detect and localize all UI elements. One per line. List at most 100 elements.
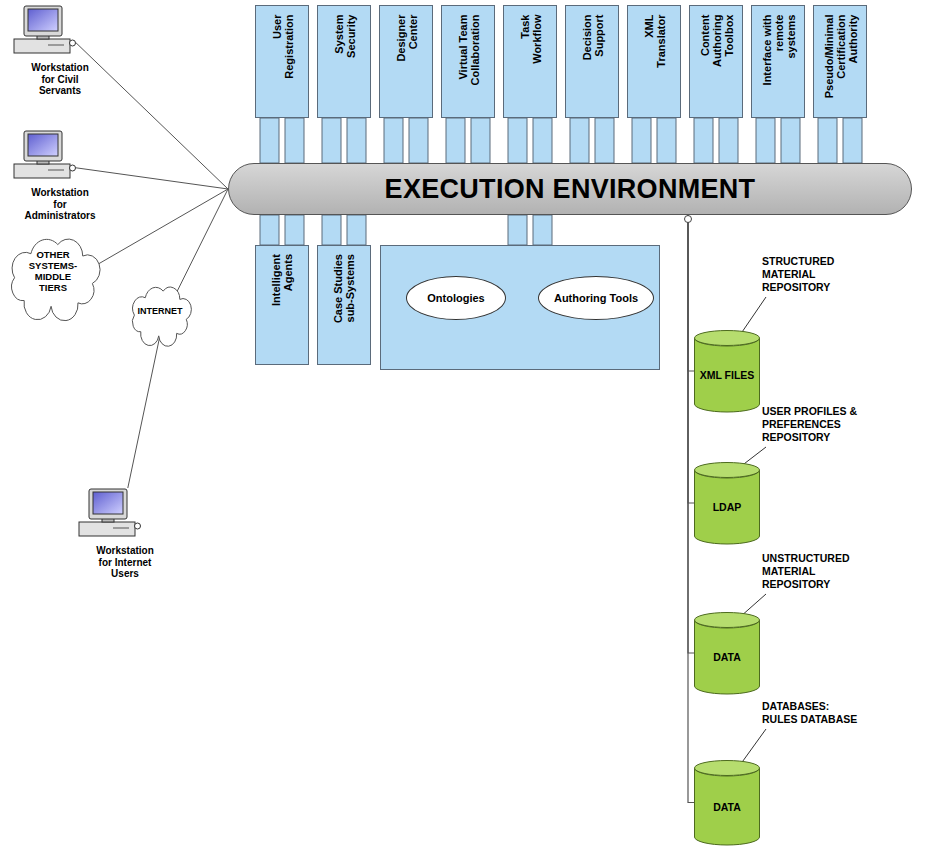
- storage-bus: [688, 215, 694, 803]
- repository-label: STRUCTURED MATERIAL REPOSITORY: [762, 255, 866, 294]
- ellipse-label-frame: Authoring Tools: [539, 277, 653, 319]
- workstation-label: Workstation for Administrators: [24, 187, 96, 222]
- interface-connector: [570, 118, 614, 163]
- module-label: Task Workflow: [518, 14, 542, 88]
- computer-icon: [10, 130, 76, 184]
- storage-label: LDAP: [713, 501, 742, 513]
- storage-label-frame: DATA: [694, 776, 760, 837]
- cloud-shape: [132, 287, 191, 346]
- monitor-screen: [28, 9, 58, 31]
- cylinder-top: [695, 463, 760, 478]
- cloud-shape: [12, 239, 100, 321]
- link-line: [76, 43, 228, 189]
- storage-cylinder: DATABASES: RULES DATABASEDATA: [694, 760, 760, 845]
- module-box: Designer Center: [379, 5, 433, 118]
- drive-slot: [48, 45, 64, 46]
- module-label: Decision Support: [580, 14, 604, 88]
- interface-connector: [508, 118, 552, 163]
- repository-label-frame: USER PROFILES & PREFERENCES REPOSITORY: [762, 405, 866, 444]
- storage-label: DATA: [713, 801, 741, 813]
- workstation-label: Workstation for Internet Users: [89, 545, 161, 580]
- monitor: [24, 6, 62, 36]
- cylinder-top: [695, 331, 760, 346]
- cloud-label: OTHER SYSTEMS- MIDDLE TIERS: [20, 250, 86, 294]
- module-label-frame: Interface with remote systems: [752, 9, 804, 114]
- module-label-frame: Pseudo/Minimal Certification Authority: [814, 9, 866, 114]
- storage-cylinder: STRUCTURED MATERIAL REPOSITORYXML FILES: [694, 330, 760, 412]
- module-label-frame: Intelligent Agents: [256, 249, 308, 361]
- module-label-frame: Content Authoring Toolbox: [690, 9, 742, 114]
- module-label: Intelligent Agents: [270, 254, 294, 328]
- storage-bus: [688, 215, 694, 371]
- monitor-screen: [93, 492, 123, 514]
- module-box: Task Workflow: [503, 5, 557, 118]
- module-label: System Security: [332, 14, 356, 88]
- repository-label-frame: DATABASES: RULES DATABASE: [762, 700, 866, 726]
- module-label-frame: Task Workflow: [504, 9, 556, 114]
- workstation-label-frame: Workstation for Administrators: [24, 187, 96, 222]
- module-label: XML Translator: [642, 14, 666, 88]
- repository-label-frame: UNSTRUCTURED MATERIAL REPOSITORY: [762, 552, 866, 591]
- module-box: Content Authoring Toolbox: [689, 5, 743, 118]
- module-label-frame: Virtual Team Collaboration: [442, 9, 494, 114]
- cylinder-body: [695, 768, 760, 845]
- interface-connector: [384, 118, 428, 163]
- storage-bus: [688, 215, 694, 653]
- link-line: [176, 189, 228, 294]
- interface-connector: [322, 215, 366, 245]
- storage-label: XML FILES: [700, 369, 755, 381]
- module-label: Pseudo/Minimal Certification Authority: [822, 14, 858, 104]
- cylinder-body: [695, 338, 760, 412]
- ontology-ellipse: Ontologies: [406, 276, 506, 320]
- cloud-label-frame: INTERNET: [128, 282, 192, 340]
- interface-connector: [260, 118, 304, 163]
- drive-slot: [48, 170, 64, 171]
- cylinder-body: [695, 470, 760, 544]
- port-dot: [70, 165, 76, 171]
- drive-slot: [113, 528, 129, 529]
- repository-label-frame: STRUCTURED MATERIAL REPOSITORY: [762, 255, 866, 294]
- ellipse-label-frame: Ontologies: [407, 277, 505, 319]
- module-box: Virtual Team Collaboration: [441, 5, 495, 118]
- module-label: Content Authoring Toolbox: [698, 14, 734, 88]
- module-box: Interface with remote systems: [751, 5, 805, 118]
- repository-label: DATABASES: RULES DATABASE: [762, 700, 866, 726]
- interface-connector: [756, 118, 800, 163]
- module-label: Case Studies sub-Systems: [332, 254, 356, 334]
- workstation: Workstation for Internet Users: [75, 488, 175, 580]
- cloud-label-frame: OTHER SYSTEMS- MIDDLE TIERS: [5, 232, 101, 312]
- workstation: Workstation for Civil Servants: [10, 5, 110, 97]
- storage-label-frame: DATA: [694, 628, 760, 686]
- repository-label: UNSTRUCTURED MATERIAL REPOSITORY: [762, 552, 866, 591]
- execution-bus: EXECUTION ENVIRONMENT: [228, 163, 912, 215]
- module-label: Virtual Team Collaboration: [456, 14, 480, 88]
- interface-connector: [322, 118, 366, 163]
- ellipse-label: Ontologies: [427, 292, 484, 304]
- module-box: User Registration: [255, 5, 309, 118]
- interface-connector: [508, 215, 552, 245]
- port-dot: [70, 40, 76, 46]
- module-box: Pseudo/Minimal Certification Authority: [813, 5, 867, 118]
- link-line: [128, 335, 160, 488]
- module-box: Decision Support: [565, 5, 619, 118]
- computer-icon: [10, 5, 76, 59]
- cylinder-top: [695, 613, 760, 628]
- module-label: Designer Center: [394, 14, 418, 88]
- repository-label: USER PROFILES & PREFERENCES REPOSITORY: [762, 405, 866, 444]
- bus-label: EXECUTION ENVIRONMENT: [385, 174, 756, 205]
- computer-case: [14, 164, 70, 178]
- module-label-frame: Designer Center: [380, 9, 432, 114]
- interface-connector: [818, 118, 862, 163]
- workstation-label-frame: Workstation for Internet Users: [89, 545, 161, 580]
- ontology-ellipse: Authoring Tools: [538, 276, 654, 320]
- monitor: [89, 489, 127, 519]
- storage-label-frame: LDAP: [694, 478, 760, 536]
- leader-line: [740, 729, 766, 765]
- component-box: Ontologies Authoring Tools: [380, 245, 660, 370]
- leader-line: [740, 297, 766, 335]
- network-cloud: INTERNET: [128, 282, 192, 340]
- module-box: Intelligent Agents: [255, 245, 309, 365]
- storage-bus: [688, 215, 694, 503]
- storage-cylinder: UNSTRUCTURED MATERIAL REPOSITORYDATA: [694, 612, 760, 694]
- workstation: Workstation for Administrators: [10, 130, 110, 222]
